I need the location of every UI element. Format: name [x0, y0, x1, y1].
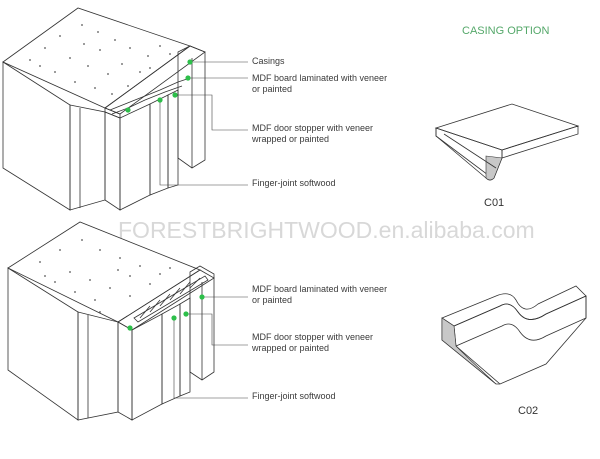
casing-c01-code: C01: [484, 197, 504, 209]
casing-c01-profile: [434, 103, 580, 181]
label-mdf-board-b-2: or painted: [252, 295, 292, 305]
concrete-speckle: [29, 24, 171, 95]
top-labels: Casings MDF board laminated with veneer …: [251, 56, 387, 188]
casing-c02-profile: [441, 285, 587, 385]
concrete-speckle-2: [39, 239, 171, 313]
wall-left-face: [2, 61, 71, 211]
label-mdf-board-b: MDF board laminated with veneer: [252, 284, 387, 294]
casing-c02-code: C02: [518, 405, 538, 417]
casing-option-title: CASING OPTION: [462, 25, 549, 37]
label-finger-joint-b: Finger-joint softwood: [252, 391, 336, 401]
bottom-leaders: [127, 294, 248, 399]
label-door-stopper: MDF door stopper with veneer: [252, 123, 373, 133]
door-stopper-2: [161, 303, 181, 405]
label-mdf-board: MDF board laminated with veneer: [252, 73, 387, 83]
top-leaders: [125, 59, 248, 186]
right-casing: [177, 45, 206, 169]
top-assembly: [2, 7, 206, 211]
left-casing-2: [77, 311, 119, 421]
bottom-assembly: [7, 221, 215, 421]
label-mdf-board-2: or painted: [252, 84, 292, 94]
label-door-stopper-2: wrapped or painted: [251, 134, 329, 144]
label-casings: Casings: [252, 56, 285, 66]
bottom-labels: MDF board laminated with veneer or paint…: [251, 284, 387, 401]
label-door-stopper-b-2: wrapped or painted: [251, 343, 329, 353]
watermark: FORESTBRIGHTWOOD.en.alibaba.com: [118, 217, 535, 243]
door-stopper: [149, 94, 169, 196]
label-door-stopper-b: MDF door stopper with veneer: [252, 332, 373, 342]
label-finger-joint: Finger-joint softwood: [252, 178, 336, 188]
left-casing: [69, 104, 106, 211]
hatching: [139, 277, 201, 319]
wall-left-face-2: [7, 267, 79, 421]
